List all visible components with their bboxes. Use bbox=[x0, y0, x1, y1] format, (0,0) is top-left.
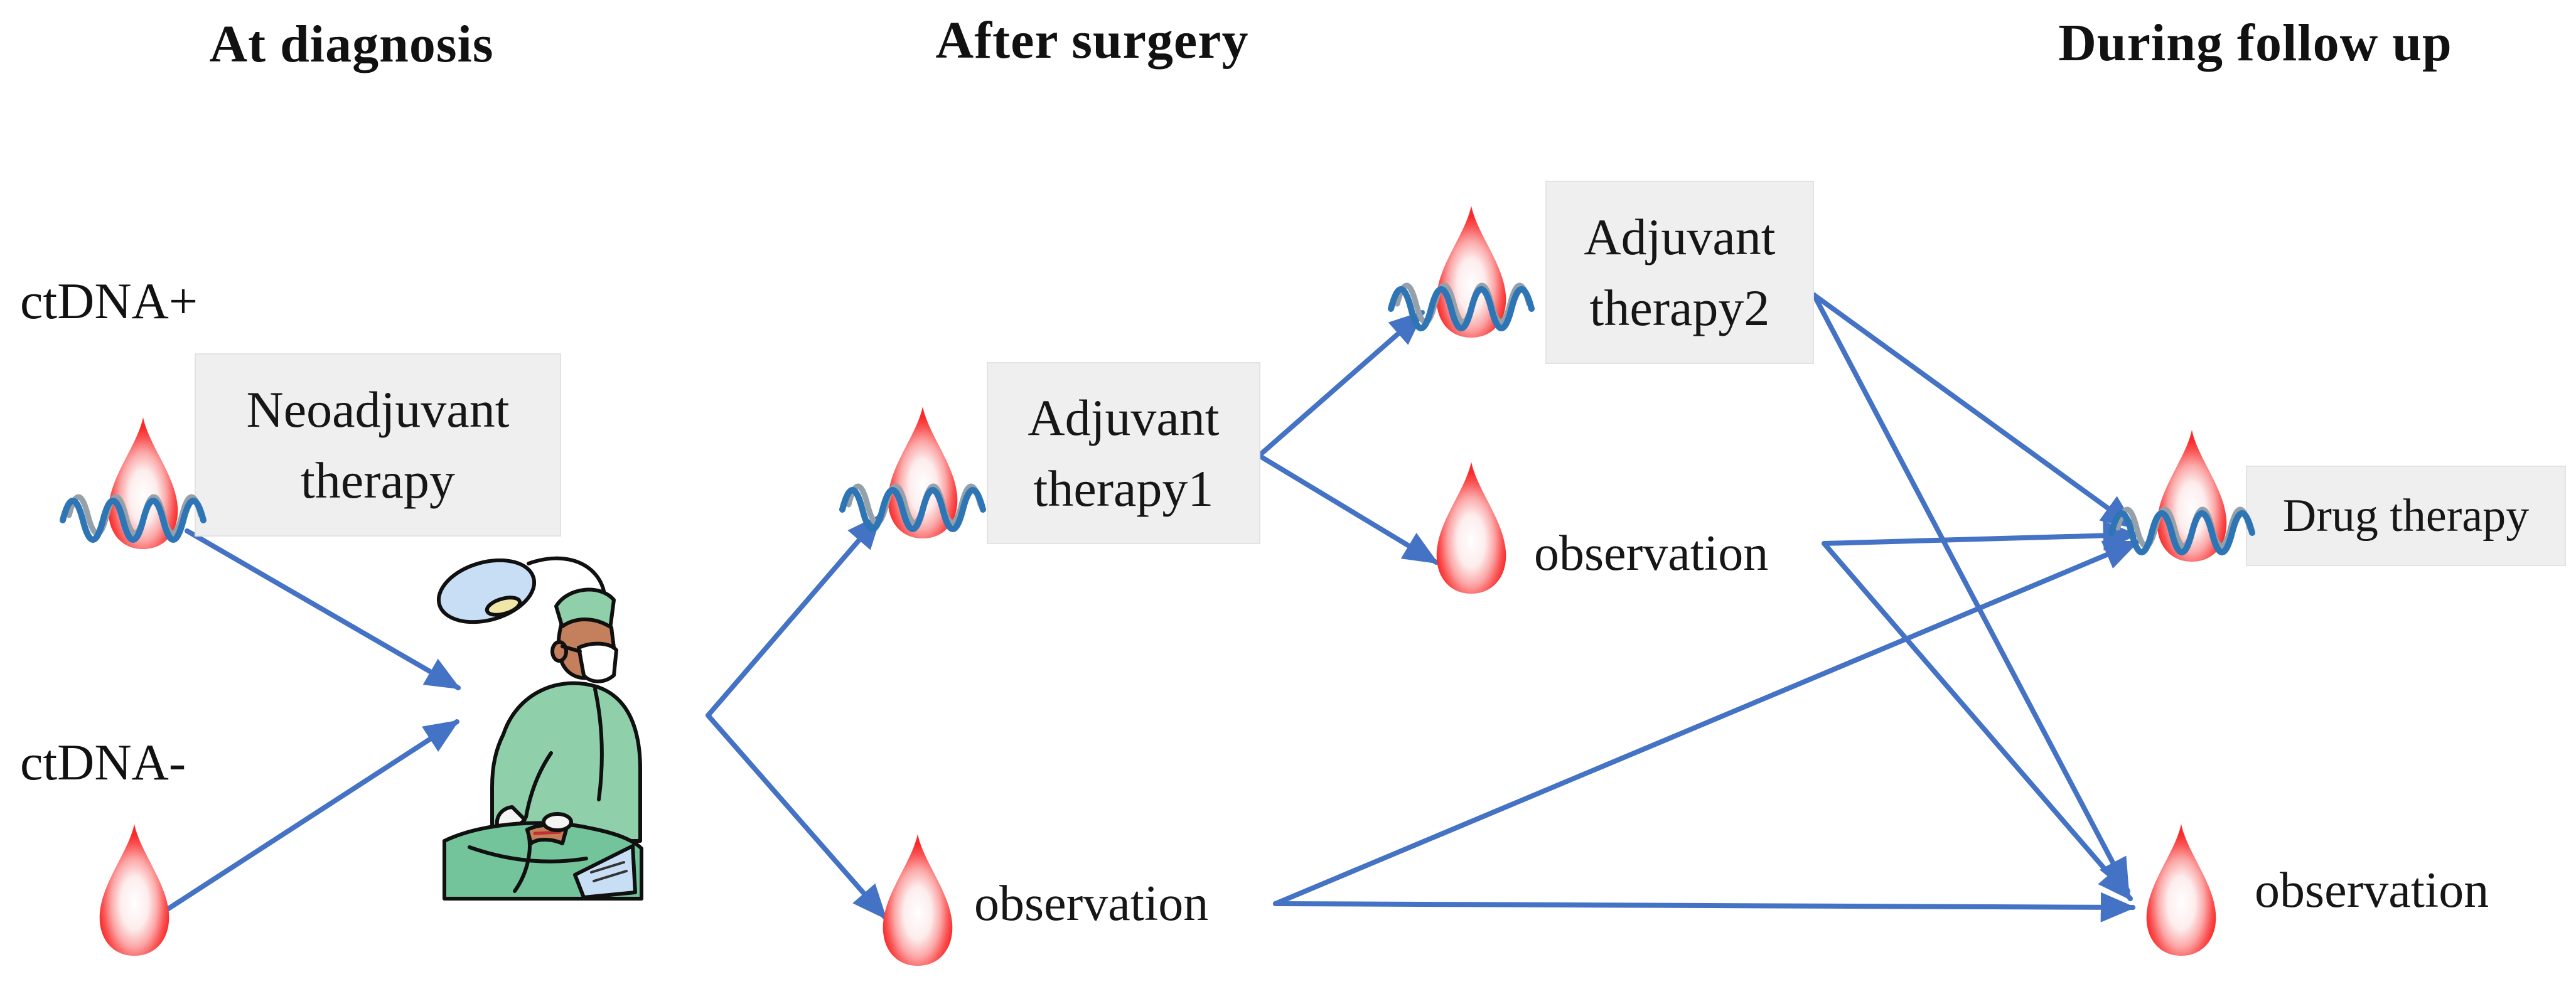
arrow-obs-mid-to-drug-therapy bbox=[1822, 520, 2139, 551]
arrow-obs-mid-to-observation bbox=[1822, 541, 2133, 901]
adjuvant-therapy2-box: Adjuvant therapy2 bbox=[1545, 181, 1814, 364]
blood-drop-icon-ctdnapos-follow-up bbox=[2104, 430, 2280, 562]
adjuvant-therapy1-box: Adjuvant therapy1 bbox=[987, 362, 1260, 544]
surgeon-clipart bbox=[436, 556, 643, 901]
label-ctdna-positive: ctDNA+ bbox=[20, 272, 198, 329]
observation-label-follow-up: observation bbox=[2255, 863, 2489, 918]
blood-drop-icon-ctdnaneg-post-adjuvant1 bbox=[1436, 462, 1506, 594]
drug-therapy-box: Drug therapy bbox=[2246, 466, 2566, 566]
surgeon-glove bbox=[542, 812, 573, 832]
arrow-obs-low-to-observation bbox=[1273, 892, 2136, 922]
surgical-mask bbox=[577, 641, 618, 683]
stage-header-during-follow-up: During follow up bbox=[2058, 14, 2452, 72]
neoadjuvant-therapy-line1: Neoadjuvant bbox=[246, 380, 510, 438]
neoadjuvant-therapy-box: Neoadjuvant therapy bbox=[195, 353, 561, 537]
blood-drop-icon-ctdnapos-after-surgery bbox=[835, 407, 1011, 538]
blood-drop-icon-ctdnapos-diagnosis bbox=[55, 417, 231, 549]
arrow-adjuvant2-to-observation bbox=[1811, 292, 2130, 894]
blood-drop-icon bbox=[99, 824, 169, 956]
blood-drop-icon bbox=[1436, 462, 1506, 594]
observation-label-post-adjuvant1: observation bbox=[1534, 526, 1769, 581]
adjuvant-therapy1-line1: Adjuvant bbox=[1028, 388, 1220, 446]
neoadjuvant-therapy-line2: therapy bbox=[301, 452, 455, 509]
blood-drop-icon bbox=[2146, 824, 2216, 956]
blood-drop-icon-ctdnaneg-follow-up bbox=[2146, 824, 2216, 956]
blood-drop-icon-ctdnapos-post-adjuvant1 bbox=[1383, 206, 1559, 338]
stage-header-after-surgery: After surgery bbox=[935, 11, 1249, 70]
stage-header-at-diagnosis: At diagnosis bbox=[209, 15, 494, 73]
adjuvant-therapy2-line1: Adjuvant bbox=[1584, 208, 1776, 265]
label-ctdna-negative: ctDNA- bbox=[20, 734, 186, 791]
blood-drop-icon bbox=[883, 834, 953, 966]
blood-drop-icon-ctdnaneg-after-surgery bbox=[883, 834, 953, 966]
arrow-adjuvant2-to-drug-therapy bbox=[1811, 292, 2137, 530]
surgical-lamp-icon bbox=[436, 558, 537, 624]
drug-therapy-label: Drug therapy bbox=[2282, 489, 2530, 542]
blood-drop-icon-ctdnaneg-diagnosis bbox=[99, 824, 169, 956]
adjuvant-therapy2-line2: therapy2 bbox=[1589, 279, 1770, 336]
instrument-tray-icon bbox=[573, 844, 637, 899]
adjuvant-therapy1-line2: therapy1 bbox=[1033, 460, 1214, 517]
observation-label-post-surgery: observation bbox=[974, 876, 1209, 931]
